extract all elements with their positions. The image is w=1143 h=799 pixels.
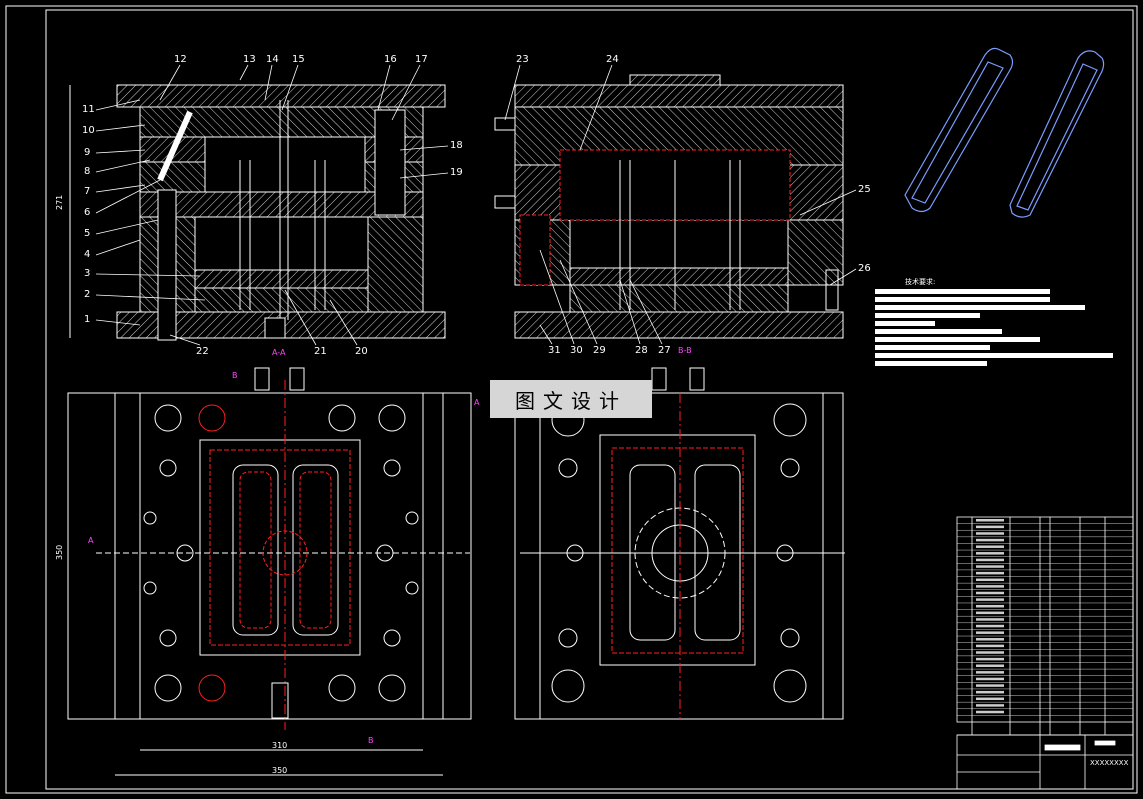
parts-list-cell-mark xyxy=(976,598,1004,601)
plan-view-moving-half xyxy=(514,367,845,720)
parts-list-cell-mark xyxy=(976,644,1004,648)
parts-list-cell-mark xyxy=(976,525,1004,529)
parts-list-cell-mark xyxy=(976,532,1004,535)
inner-frame xyxy=(45,9,1134,790)
dim-width-outer: 350 xyxy=(272,766,287,775)
balloon-23: 23 xyxy=(516,54,529,65)
parts-list-rows xyxy=(957,519,1133,716)
parts-list-cell-mark xyxy=(976,538,1004,542)
balloon-5: 5 xyxy=(84,228,90,239)
watermark-banner: 图文设计 xyxy=(490,380,652,418)
balloon-7: 7 xyxy=(84,186,90,197)
title-block xyxy=(956,734,1134,790)
cut-marker-a-left: A xyxy=(88,536,94,545)
balloon-2: 2 xyxy=(84,289,90,300)
plan-view-fixed-half: 310 350 350 A A B B xyxy=(55,367,480,776)
section-label-bb: B-B xyxy=(678,346,692,355)
parts-list-cell-mark xyxy=(976,651,1004,654)
balloon-20: 20 xyxy=(355,346,368,357)
technical-requirements: 技术要求: xyxy=(875,277,1113,366)
parts-list-cell-mark xyxy=(976,677,1004,681)
parts-list-cell-mark xyxy=(976,552,1004,555)
parts-list-cell-mark xyxy=(976,604,1004,608)
parts-list-cell-mark xyxy=(976,618,1004,621)
balloon-12: 12 xyxy=(174,54,187,65)
balloon-22: 22 xyxy=(196,346,209,357)
balloon-27: 27 xyxy=(658,345,671,356)
balloon-6: 6 xyxy=(84,207,90,218)
cut-marker-b-top: B xyxy=(232,371,238,380)
tech-req-title: 技术要求: xyxy=(905,277,935,286)
balloon-21: 21 xyxy=(314,346,327,357)
balloon-labels-right: 23 24 25 26 27 28 29 30 31 xyxy=(504,54,871,356)
balloon-31: 31 xyxy=(548,345,561,356)
balloon-24: 24 xyxy=(606,54,619,65)
balloon-19: 19 xyxy=(450,167,463,178)
balloon-25: 25 xyxy=(858,184,871,195)
parts-list-cell-mark xyxy=(976,631,1004,634)
parts-list-cell-mark xyxy=(976,519,1004,522)
section-label-aa: A-A xyxy=(272,348,286,357)
drawing-number: XXXXXXXX xyxy=(1090,759,1129,767)
parts-list-cell-mark xyxy=(976,565,1004,568)
parts-list-cell-mark xyxy=(976,664,1004,667)
balloon-10: 10 xyxy=(82,125,95,136)
balloon-18: 18 xyxy=(450,140,463,151)
parts-list-cell-mark xyxy=(976,710,1004,714)
balloon-14: 14 xyxy=(266,54,279,65)
parts-list-cell-mark xyxy=(976,558,1004,562)
parts-list-cell-mark xyxy=(976,684,1004,687)
parts-list-cell-mark xyxy=(976,671,1004,674)
balloon-11: 11 xyxy=(82,104,95,115)
parts-list-cell-mark xyxy=(976,624,1004,628)
parts-list-cell-mark xyxy=(976,545,1004,548)
part-isometric-view xyxy=(904,47,1105,218)
balloon-26: 26 xyxy=(858,263,871,274)
parts-list-cell-mark xyxy=(976,578,1004,582)
balloon-28: 28 xyxy=(635,345,648,356)
cut-marker-a-right: A xyxy=(474,398,480,407)
parts-list-cell-mark xyxy=(976,638,1004,641)
parts-list-cell-mark xyxy=(976,704,1004,707)
balloon-3: 3 xyxy=(84,268,90,279)
section-view-bb: B-B xyxy=(494,74,844,355)
balloon-8: 8 xyxy=(84,166,90,177)
balloon-1: 1 xyxy=(84,314,90,325)
parts-list-cell-mark xyxy=(976,657,1004,661)
balloon-9: 9 xyxy=(84,147,90,158)
balloon-13: 13 xyxy=(243,54,256,65)
balloon-17: 17 xyxy=(415,54,428,65)
dim-depth: 350 xyxy=(55,545,64,560)
cut-marker-b-bottom: B xyxy=(368,736,374,745)
dim-height: 271 xyxy=(55,195,64,210)
dim-width-inner: 310 xyxy=(272,741,287,750)
balloon-labels-left: 1 2 3 4 5 6 7 8 9 10 11 12 13 14 15 16 1… xyxy=(82,54,463,357)
balloon-4: 4 xyxy=(84,249,90,260)
section-view-aa: 271 A-A xyxy=(55,84,446,357)
balloon-16: 16 xyxy=(384,54,397,65)
parts-list-cell-mark xyxy=(976,571,1004,575)
parts-list-cell-mark xyxy=(976,690,1004,694)
balloon-29: 29 xyxy=(593,345,606,356)
parts-list-cell-mark xyxy=(976,591,1004,595)
balloon-30: 30 xyxy=(570,345,583,356)
parts-list-cell-mark xyxy=(976,611,1004,615)
parts-list-cell-mark xyxy=(976,585,1004,588)
parts-list-cell-mark xyxy=(976,697,1004,701)
parts-list-table xyxy=(956,516,1134,736)
balloon-15: 15 xyxy=(292,54,305,65)
outer-frame xyxy=(5,5,1138,794)
